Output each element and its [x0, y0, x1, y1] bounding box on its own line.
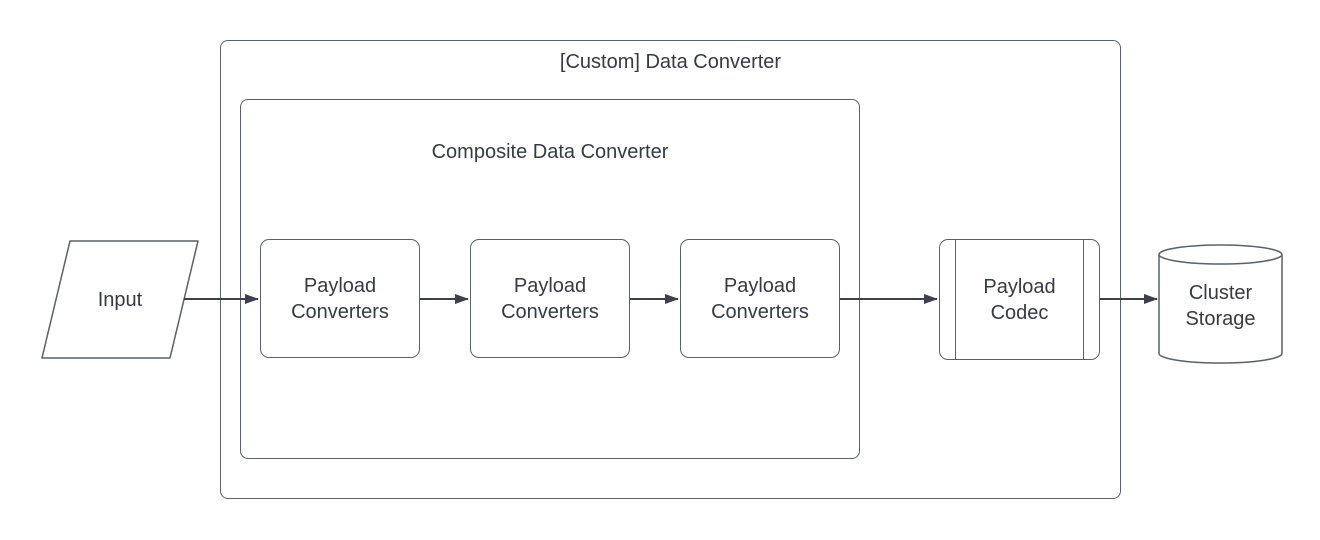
node-payload-codec-label: Payload Codec: [983, 275, 1056, 324]
codec-right-bar: [1083, 240, 1084, 359]
node-input-label: Input: [97, 288, 143, 311]
container-composite-data-converter: [240, 99, 860, 459]
node-payload-converters-1-label: Payload Converters: [291, 274, 389, 323]
container-composite-data-converter-title: Composite Data Converter: [431, 141, 669, 163]
node-payload-converters-2: Payload Converters: [470, 239, 630, 358]
container-custom-data-converter-title: [Custom] Data Converter: [559, 51, 782, 73]
node-payload-converters-2-label: Payload Converters: [501, 274, 599, 323]
codec-left-bar: [955, 240, 956, 359]
node-payload-converters-1: Payload Converters: [260, 239, 420, 358]
container-custom-data-converter: [220, 40, 1121, 499]
node-payload-converters-3: Payload Converters: [680, 239, 840, 358]
node-payload-converters-3-label: Payload Converters: [711, 274, 809, 323]
node-payload-codec: Payload Codec: [939, 239, 1100, 360]
node-cluster-storage-label: Cluster Storage: [1185, 282, 1256, 330]
